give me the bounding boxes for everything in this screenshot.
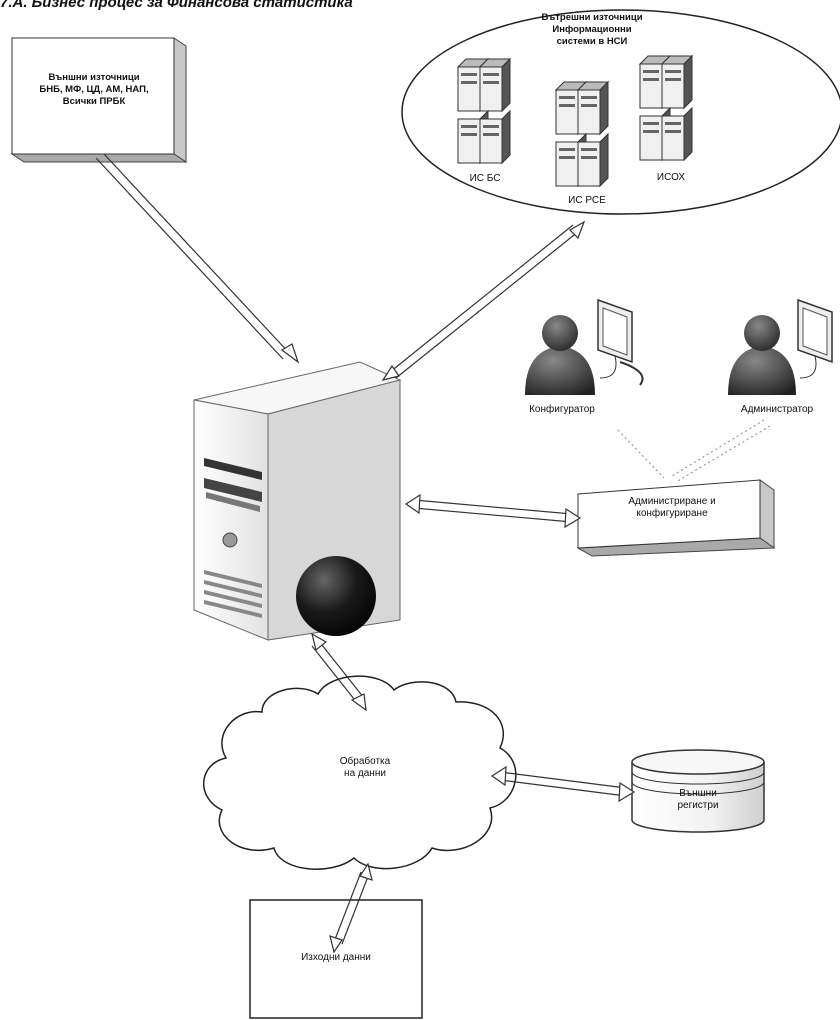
external-sources-label: Външни източници БНБ, МФ, ЦД, АМ, НАП, В… [39, 72, 149, 107]
rack-server-group-isoh [638, 54, 694, 162]
administrator-person-icon [728, 315, 796, 395]
dotted-connector-configurator [617, 429, 665, 479]
dotted-connector-administrator [671, 419, 771, 483]
registers-label: Външни регистри [677, 788, 719, 811]
output-label: Изходни данни [301, 952, 371, 963]
arrow-cloud-registers [490, 765, 636, 803]
main-server-icon [193, 361, 402, 641]
configurator-label: Конфигуратор [529, 404, 595, 415]
admin-config-box [576, 479, 776, 557]
processing-label: Обработка на данни [339, 756, 391, 779]
output-box [249, 899, 423, 1019]
system-label-is-bs: ИС БС [469, 173, 501, 184]
arrow-internal-to-server [381, 220, 586, 381]
arrow-server-cloud [311, 632, 367, 712]
page-title: 7.А. Бизнес процес за Финансова статисти… [0, 0, 353, 11]
system-label-isoh: ИСОХ [656, 172, 686, 183]
system-label-is-rse: ИС РСЕ [568, 195, 606, 206]
administrator-monitor-icon [797, 298, 833, 379]
arrow-cloud-output [329, 862, 373, 954]
globe-icon [296, 556, 376, 636]
arrow-external-to-server [95, 153, 300, 364]
registers-database-icon [631, 749, 765, 833]
admin-config-label: Администриране и конфигуриране [628, 496, 716, 519]
internal-sources-ellipse [401, 9, 840, 215]
configurator-person-icon [525, 315, 595, 395]
rack-server-group-is-bs [456, 57, 512, 165]
internal-sources-label: Вътрешни източници Информационни системи… [541, 12, 643, 47]
processing-cloud [203, 675, 517, 870]
rack-server-group-is-rse [554, 80, 610, 188]
external-sources-box [10, 37, 188, 163]
configurator-monitor-icon [597, 298, 644, 386]
administrator-label: Администратор [740, 404, 814, 415]
arrow-server-admin-box [404, 493, 582, 529]
